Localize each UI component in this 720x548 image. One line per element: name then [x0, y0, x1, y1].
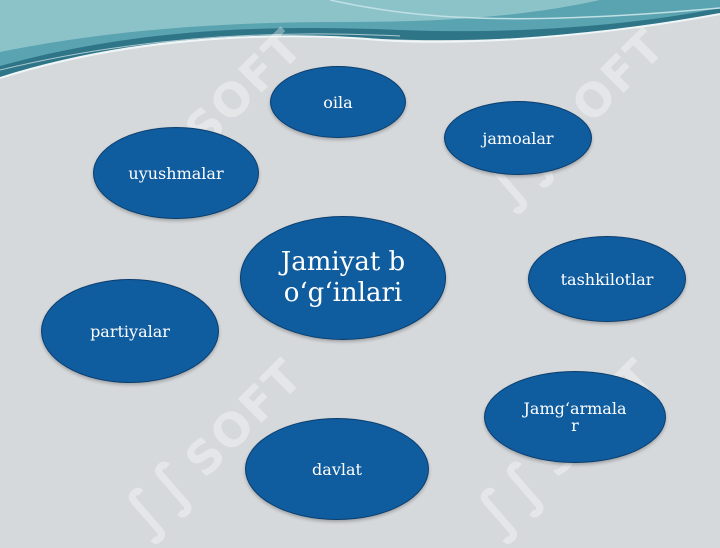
node-oila: oila — [270, 66, 406, 138]
node-label: davlat — [312, 459, 362, 479]
node-label: tashkilotlar — [560, 269, 654, 289]
wave-header-decoration — [0, 0, 720, 79]
node-partiyalar: partiyalar — [41, 279, 219, 383]
node-jamgarmalar: Jamg‘armalar — [484, 371, 666, 463]
node-label: partiyalar — [90, 321, 170, 341]
center-node: Jamiyat bo‘g‘inlari — [240, 216, 446, 340]
center-label: Jamiyat bo‘g‘inlari — [280, 247, 406, 308]
node-label: Jamg‘armalar — [523, 399, 627, 435]
node-tashkilotlar: tashkilotlar — [528, 236, 686, 322]
node-label: oila — [323, 92, 353, 112]
node-jamoalar: jamoalar — [444, 101, 592, 175]
node-uyushmalar: uyushmalar — [93, 127, 259, 219]
node-label: jamoalar — [482, 128, 554, 148]
node-label: uyushmalar — [128, 163, 224, 183]
node-davlat: davlat — [245, 418, 429, 520]
